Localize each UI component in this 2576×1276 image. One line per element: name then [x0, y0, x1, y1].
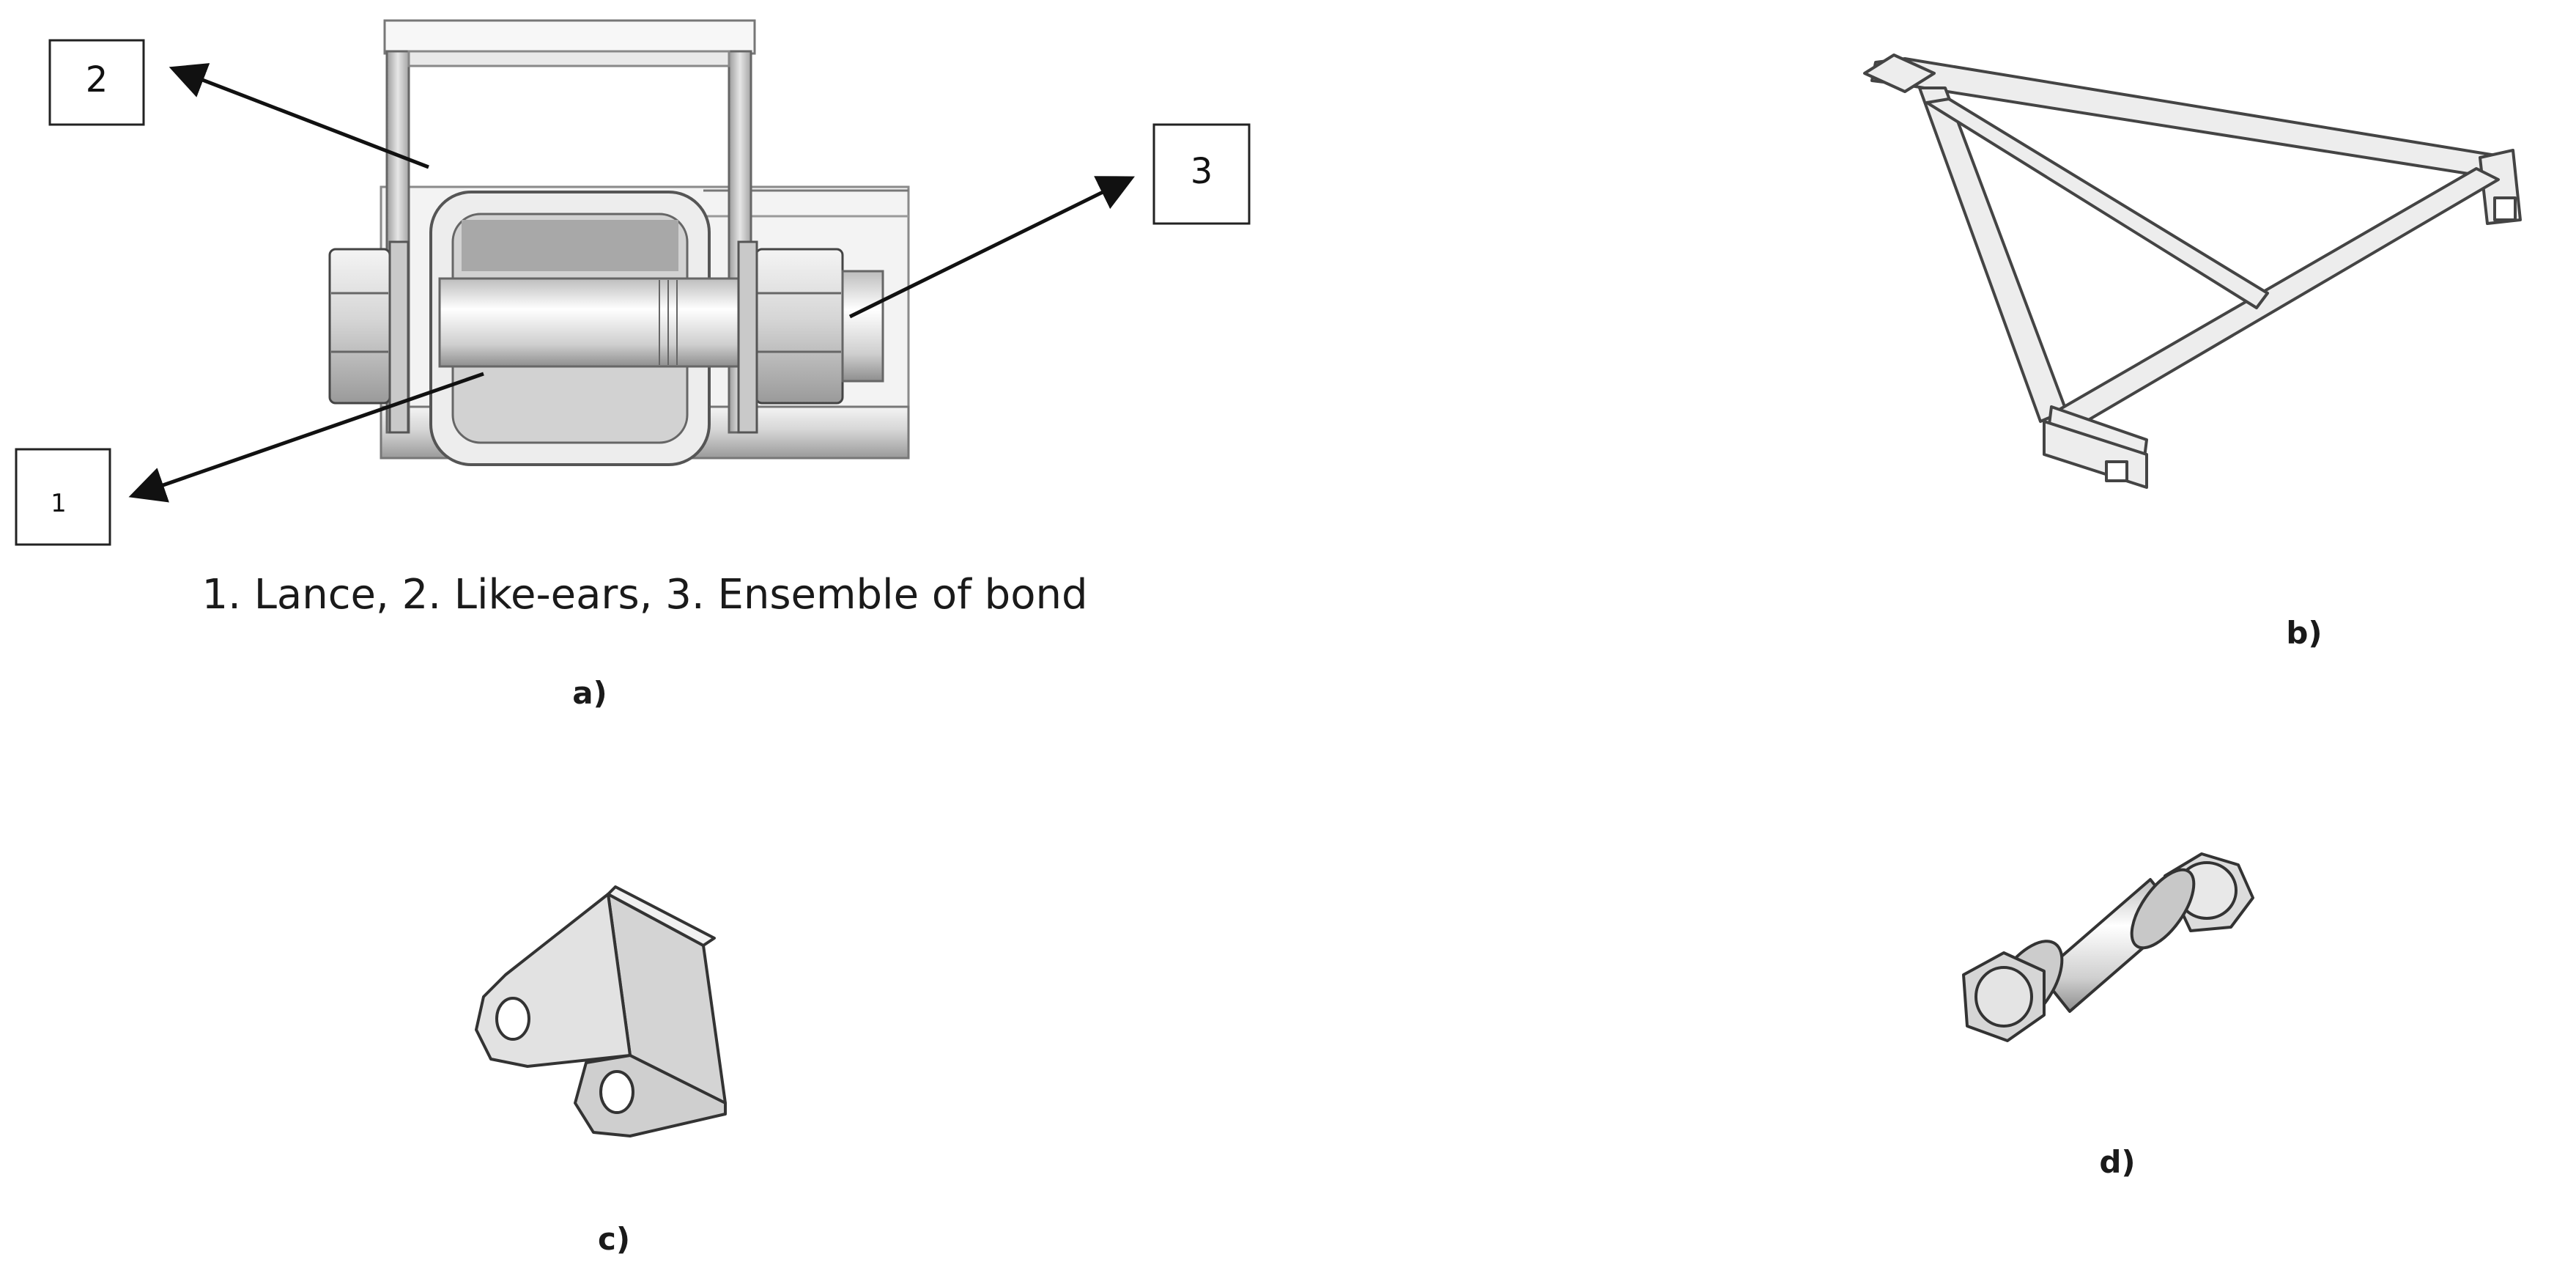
- callout-label-2: 2: [86, 59, 108, 100]
- panel-a-label: a): [572, 675, 607, 711]
- panel-a-caption: 1. Lance, 2. Like-ears, 3. Ensemble of b…: [201, 571, 1087, 619]
- panel-d-label: d): [2099, 1144, 2135, 1180]
- like-ears-bracket-drawing: [475, 885, 727, 1137]
- panel-b-label: b): [2286, 615, 2322, 651]
- panel-c: c): [475, 885, 727, 1257]
- panel-b: b): [1863, 54, 2522, 651]
- callout-label-3: 3: [1191, 151, 1213, 192]
- leader-arrow-2: [169, 63, 429, 169]
- hitch-assembly-drawing: [328, 19, 910, 466]
- callout-box-1: [15, 448, 111, 546]
- leader-arrow-1: [128, 372, 484, 503]
- callout-label-1: 1: [51, 489, 67, 518]
- panel-c-label: c): [598, 1221, 630, 1257]
- leader-arrow-3: [848, 176, 1135, 319]
- panel-a: 2 3 1 1. Lance, 2. Like-ears, 3. Ensembl…: [15, 19, 1251, 711]
- bolt-nut-assembly-drawing: [1962, 852, 2254, 1042]
- callout-box-3: [1152, 123, 1251, 225]
- a-frame-drawing: [1863, 54, 2522, 489]
- callout-box-2: [48, 39, 145, 126]
- panel-d: d): [1962, 852, 2254, 1180]
